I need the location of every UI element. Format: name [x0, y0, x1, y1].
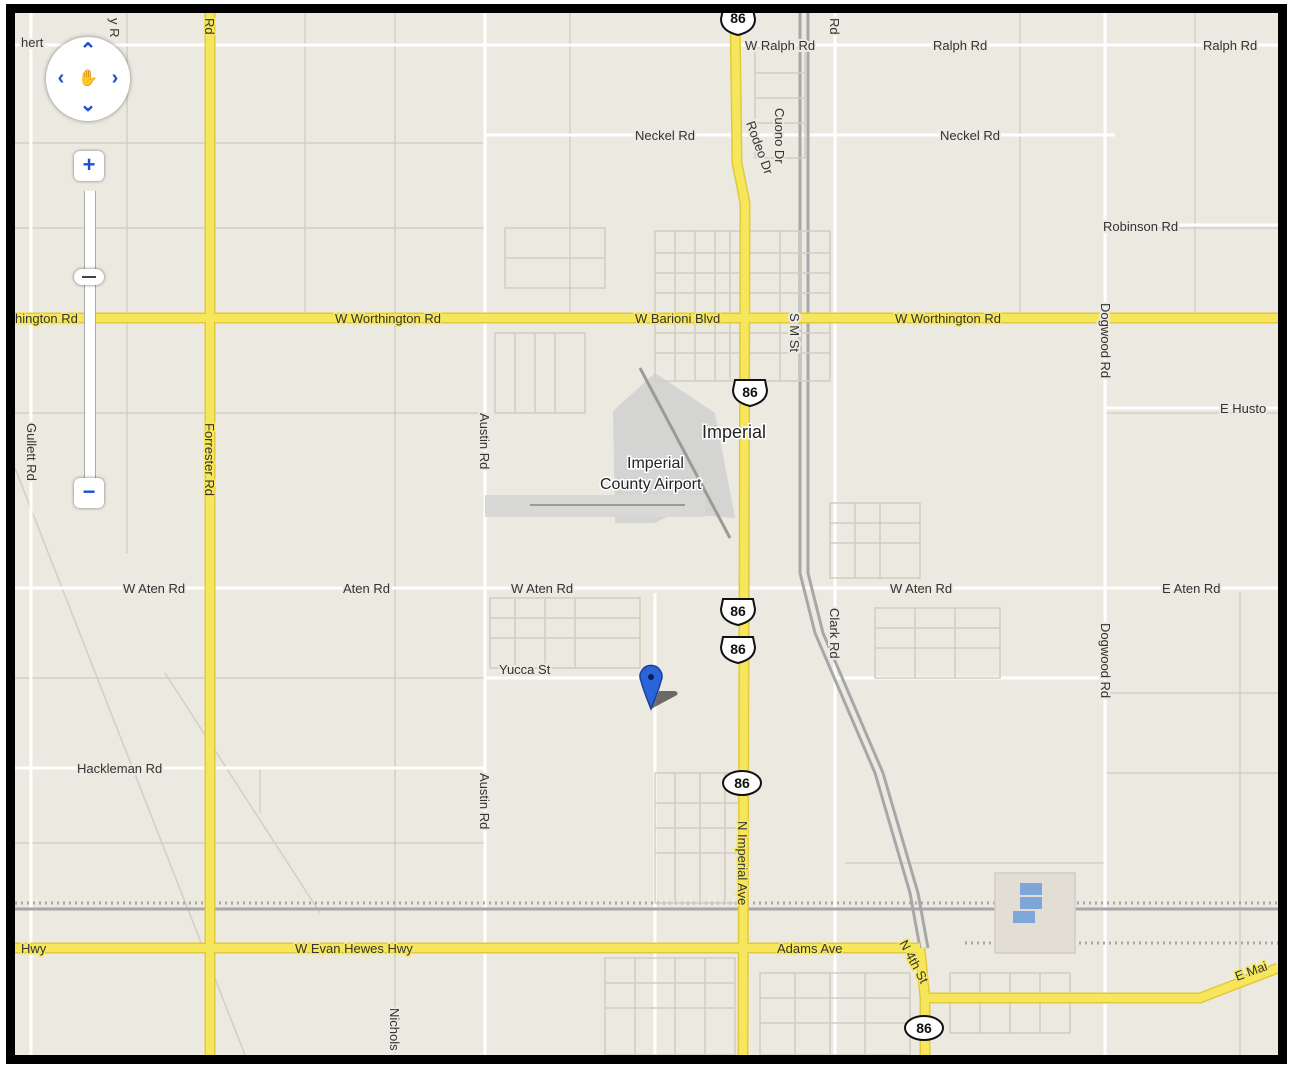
- label-worthington-e: W Worthington Rd: [895, 311, 1001, 326]
- us86-shield-icon: 86: [719, 598, 757, 627]
- label-top-partial-3: Rd: [827, 18, 842, 35]
- map-canvas[interactable]: W Ralph Rd Ralph Rd Ralph Rd Neckel Rd N…: [15, 13, 1278, 1055]
- label-dogwood-s: Dogwood Rd: [1098, 623, 1113, 698]
- label-austin-s: Austin Rd: [477, 773, 492, 829]
- svg-text:86: 86: [734, 775, 750, 791]
- state86-shield-icon: 86: [722, 770, 762, 796]
- label-yucca: Yucca St: [499, 662, 551, 677]
- label-worthington-mid: W Worthington Rd: [335, 311, 441, 326]
- location-marker-icon[interactable]: [639, 664, 678, 712]
- zoom-slider-handle[interactable]: [74, 269, 104, 285]
- label-n-imperial: N Imperial Ave: [735, 821, 750, 905]
- label-e-huston: E Husto: [1220, 401, 1266, 416]
- label-w-aten-c: W Aten Rd: [511, 581, 573, 596]
- label-ralph: Ralph Rd: [933, 38, 987, 53]
- place-imperial: Imperial: [702, 422, 766, 442]
- label-worthington-partial: hington Rd: [15, 311, 78, 326]
- pan-up-icon[interactable]: ⌃: [79, 40, 97, 62]
- pan-control: ⌃ ‹ › ⌄ ✋: [46, 37, 130, 121]
- label-hackleman: Hackleman Rd: [77, 761, 162, 776]
- airport-area: [485, 367, 735, 539]
- map-frame: W Ralph Rd Ralph Rd Ralph Rd Neckel Rd N…: [6, 4, 1287, 1064]
- pan-right-icon[interactable]: ›: [111, 67, 119, 89]
- label-robinson: Robinson Rd: [1103, 219, 1178, 234]
- label-w-ralph: W Ralph Rd: [745, 38, 815, 53]
- svg-text:86: 86: [730, 13, 746, 26]
- label-neckel-e: Neckel Rd: [940, 128, 1000, 143]
- route-shields: 86 86 86 86 86 86: [719, 13, 944, 1041]
- us86-shield-icon: 86: [731, 379, 769, 408]
- label-forrester: Forrester Rd: [202, 423, 217, 496]
- zoom-in-button[interactable]: +: [74, 151, 104, 181]
- town-blocks: [489, 47, 1076, 1055]
- label-w-aten-w: W Aten Rd: [123, 581, 185, 596]
- label-s-m-st: S M St: [787, 313, 802, 352]
- label-clark: Clark Rd: [827, 608, 842, 659]
- us86-shield-icon: 86: [719, 13, 757, 37]
- label-top-partial-4: y R: [107, 18, 122, 38]
- road-labels: W Ralph Rd Ralph Rd Ralph Rd Neckel Rd N…: [15, 16, 1271, 1055]
- state86-shield-icon: 86: [904, 1015, 944, 1041]
- field-grid: [15, 13, 1278, 1055]
- us86-shield-icon: 86: [719, 636, 757, 665]
- label-nichols: Nichols R: [387, 1008, 402, 1055]
- label-hwy-partial: Hwy: [21, 941, 47, 956]
- label-adams: Adams Ave: [777, 941, 843, 956]
- place-airport-line2: County Airport: [600, 476, 702, 493]
- label-dogwood-n: Dogwood Rd: [1098, 303, 1113, 378]
- place-airport-line1: Imperial: [627, 455, 684, 472]
- label-e-aten: E Aten Rd: [1162, 581, 1221, 596]
- svg-text:86: 86: [916, 1020, 932, 1036]
- label-barioni: W Barioni Blvd: [635, 311, 720, 326]
- label-cuono: Cuono Dr: [772, 108, 787, 164]
- label-evan-hewes: W Evan Hewes Hwy: [295, 941, 413, 956]
- label-w-aten-e: W Aten Rd: [890, 581, 952, 596]
- water-ponds: [1013, 883, 1042, 923]
- svg-text:86: 86: [730, 641, 746, 657]
- label-ralph-e: Ralph Rd: [1203, 38, 1257, 53]
- zoom-out-button[interactable]: −: [74, 478, 104, 508]
- label-neckel-w: Neckel Rd: [635, 128, 695, 143]
- hand-icon: ✋: [78, 70, 98, 87]
- label-austin-n: Austin Rd: [477, 413, 492, 469]
- local-roads: [15, 13, 1278, 1055]
- label-aten-mid: Aten Rd: [343, 581, 390, 596]
- label-top-partial-1: hert: [21, 35, 44, 50]
- svg-text:86: 86: [730, 603, 746, 619]
- zoom-slider-track[interactable]: [84, 191, 96, 491]
- label-gullett: Gullett Rd: [24, 423, 39, 481]
- label-top-partial-2: Rd: [202, 18, 217, 35]
- pan-left-icon[interactable]: ‹: [57, 67, 65, 89]
- svg-text:86: 86: [742, 384, 758, 400]
- pan-down-icon[interactable]: ⌄: [79, 94, 97, 116]
